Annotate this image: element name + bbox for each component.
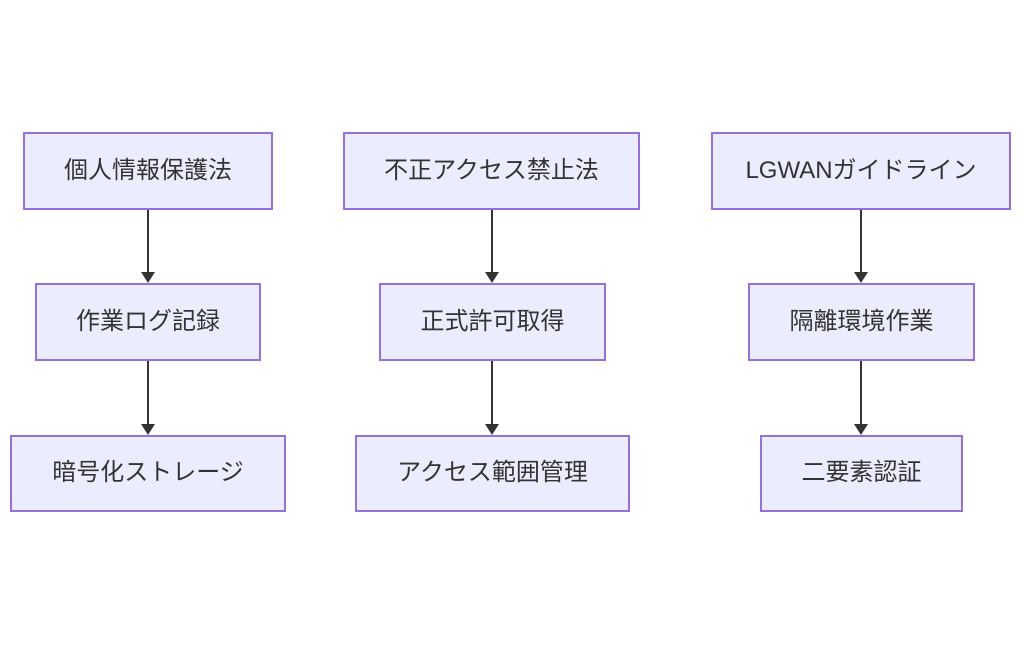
arrow-isolated-environment-to-two-factor (854, 361, 868, 435)
arrow-head-icon (854, 272, 868, 283)
node-label: 不正アクセス禁止法 (384, 156, 599, 184)
node-label: 二要素認証 (801, 459, 922, 487)
node-encrypted-storage: 暗号化ストレージ (10, 435, 286, 512)
arrow-lgwan-to-isolated-environment (854, 210, 868, 283)
node-two-factor-authentication: 二要素認証 (760, 435, 963, 512)
node-access-scope-management: アクセス範囲管理 (355, 435, 630, 512)
arrow-shaft (147, 361, 149, 424)
arrow-head-icon (485, 272, 499, 283)
node-work-log-recording: 作業ログ記録 (35, 283, 261, 361)
arrow-shaft (491, 210, 493, 272)
node-label: 隔離環境作業 (789, 307, 934, 335)
arrow-shaft (147, 210, 149, 272)
arrow-head-icon (141, 424, 155, 435)
arrow-head-icon (141, 272, 155, 283)
arrow-shaft (860, 210, 862, 272)
arrow-head-icon (485, 424, 499, 435)
arrow-privacy-law-to-work-log (141, 210, 155, 283)
node-unauthorized-access-prohibition-law: 不正アクセス禁止法 (343, 132, 640, 210)
arrow-shaft (860, 361, 862, 424)
arrow-shaft (491, 361, 493, 424)
arrow-access-law-to-formal-permission (485, 210, 499, 283)
arrow-work-log-to-encrypted-storage (141, 361, 155, 435)
node-label: LGWANガイドライン (745, 156, 977, 184)
node-label: 正式許可取得 (420, 307, 565, 335)
arrow-formal-permission-to-access-scope (485, 361, 499, 435)
node-formal-permission-acquisition: 正式許可取得 (379, 283, 606, 361)
node-label: 個人情報保護法 (64, 156, 232, 184)
node-label: 暗号化ストレージ (52, 459, 244, 487)
node-isolated-environment-work: 隔離環境作業 (748, 283, 975, 361)
node-label: 作業ログ記録 (76, 307, 220, 335)
arrow-head-icon (854, 424, 868, 435)
node-label: アクセス範囲管理 (397, 459, 588, 487)
node-lgwan-guidelines: LGWANガイドライン (711, 132, 1011, 210)
node-personal-info-protection-law: 個人情報保護法 (23, 132, 273, 210)
